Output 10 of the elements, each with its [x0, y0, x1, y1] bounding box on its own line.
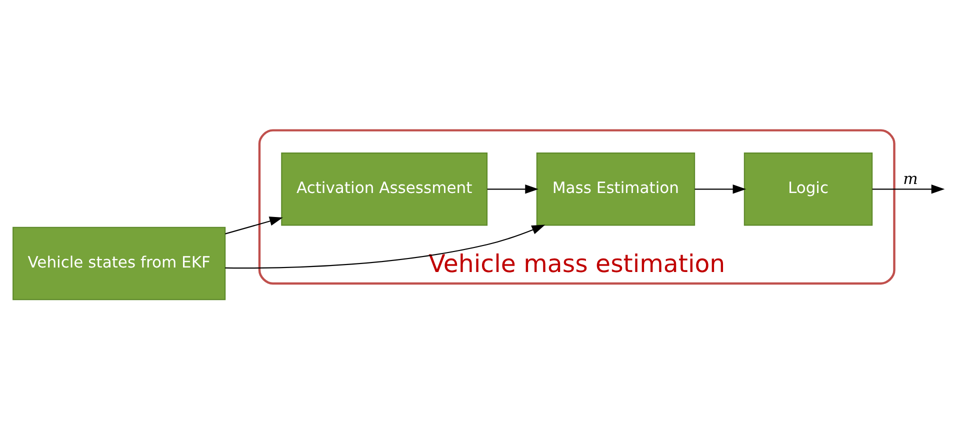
arrow — [225, 216, 283, 234]
node-box: Activation Assessment — [281, 152, 488, 226]
node-box: Logic — [744, 152, 873, 226]
edge-label: m — [903, 170, 918, 188]
arrow — [225, 224, 546, 269]
arrow — [487, 184, 538, 194]
arrow — [872, 184, 945, 194]
node-box: Mass Estimation — [536, 152, 696, 226]
node-box: Vehicle states from EKF — [12, 226, 226, 300]
arrow — [694, 184, 746, 194]
